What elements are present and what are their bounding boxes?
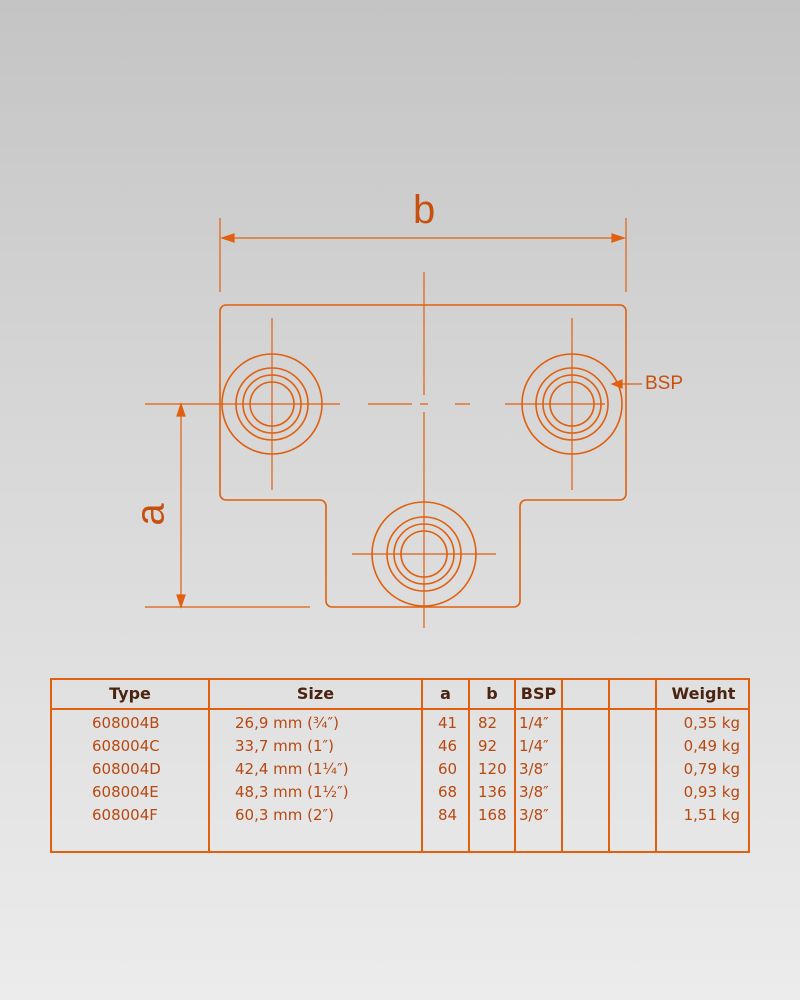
cell-size: 33,7 mm (1″) (235, 737, 335, 755)
cell-bsp: 3/8″ (519, 783, 549, 801)
header-weight: Weight (671, 684, 736, 703)
bsp-label: BSP (645, 373, 684, 394)
cell-a: 41 (438, 714, 458, 732)
dimension-a-label: a (128, 503, 173, 526)
cell-weight: 0,35 kg (683, 714, 740, 732)
cell-a: 60 (438, 760, 458, 778)
cell-weight: 0,49 kg (683, 737, 740, 755)
dimension-a (145, 402, 310, 609)
cell-type: 608004C (92, 737, 160, 755)
dimension-b-label: b (413, 188, 436, 232)
cell-bsp: 1/4″ (519, 714, 549, 732)
header-size: Size (296, 684, 335, 703)
cell-bsp: 3/8″ (519, 760, 549, 778)
fitting-outline (219, 304, 627, 608)
cell-type: 608004B (92, 714, 160, 732)
cell-a: 84 (438, 806, 458, 824)
cell-weight: 0,93 kg (683, 783, 740, 801)
cell-type: 608004D (92, 760, 161, 778)
cell-weight: 0,79 kg (683, 760, 740, 778)
cell-weight: 1,51 kg (683, 806, 740, 824)
cell-size: 48,3 mm (1½″) (235, 783, 349, 801)
cell-type: 608004E (92, 783, 159, 801)
header-a: a (440, 684, 451, 703)
cell-b: 136 (478, 783, 507, 801)
cell-b: 168 (478, 806, 507, 824)
cell-size: 60,3 mm (2″) (235, 806, 335, 824)
cell-b: 92 (478, 737, 498, 755)
bsp-leader (610, 379, 642, 389)
cell-a: 46 (438, 737, 458, 755)
header-b: b (486, 684, 498, 703)
cell-size: 42,4 mm (1¼″) (235, 760, 349, 778)
dimension-b (219, 218, 627, 292)
spec-table: Type Size a b BSP Weight 608004B 26,9 mm … (50, 678, 750, 853)
cell-size: 26,9 mm (¾″) (235, 714, 340, 732)
cell-b: 120 (478, 760, 507, 778)
cell-bsp: 1/4″ (519, 737, 549, 755)
cell-type: 608004F (92, 806, 158, 824)
header-bsp: BSP (520, 684, 557, 703)
cell-bsp: 3/8″ (519, 806, 549, 824)
centerlines (145, 272, 605, 628)
cell-a: 68 (438, 783, 458, 801)
header-type: Type (109, 684, 151, 703)
tee-fitting-drawing (145, 218, 642, 628)
cell-b: 82 (478, 714, 498, 732)
